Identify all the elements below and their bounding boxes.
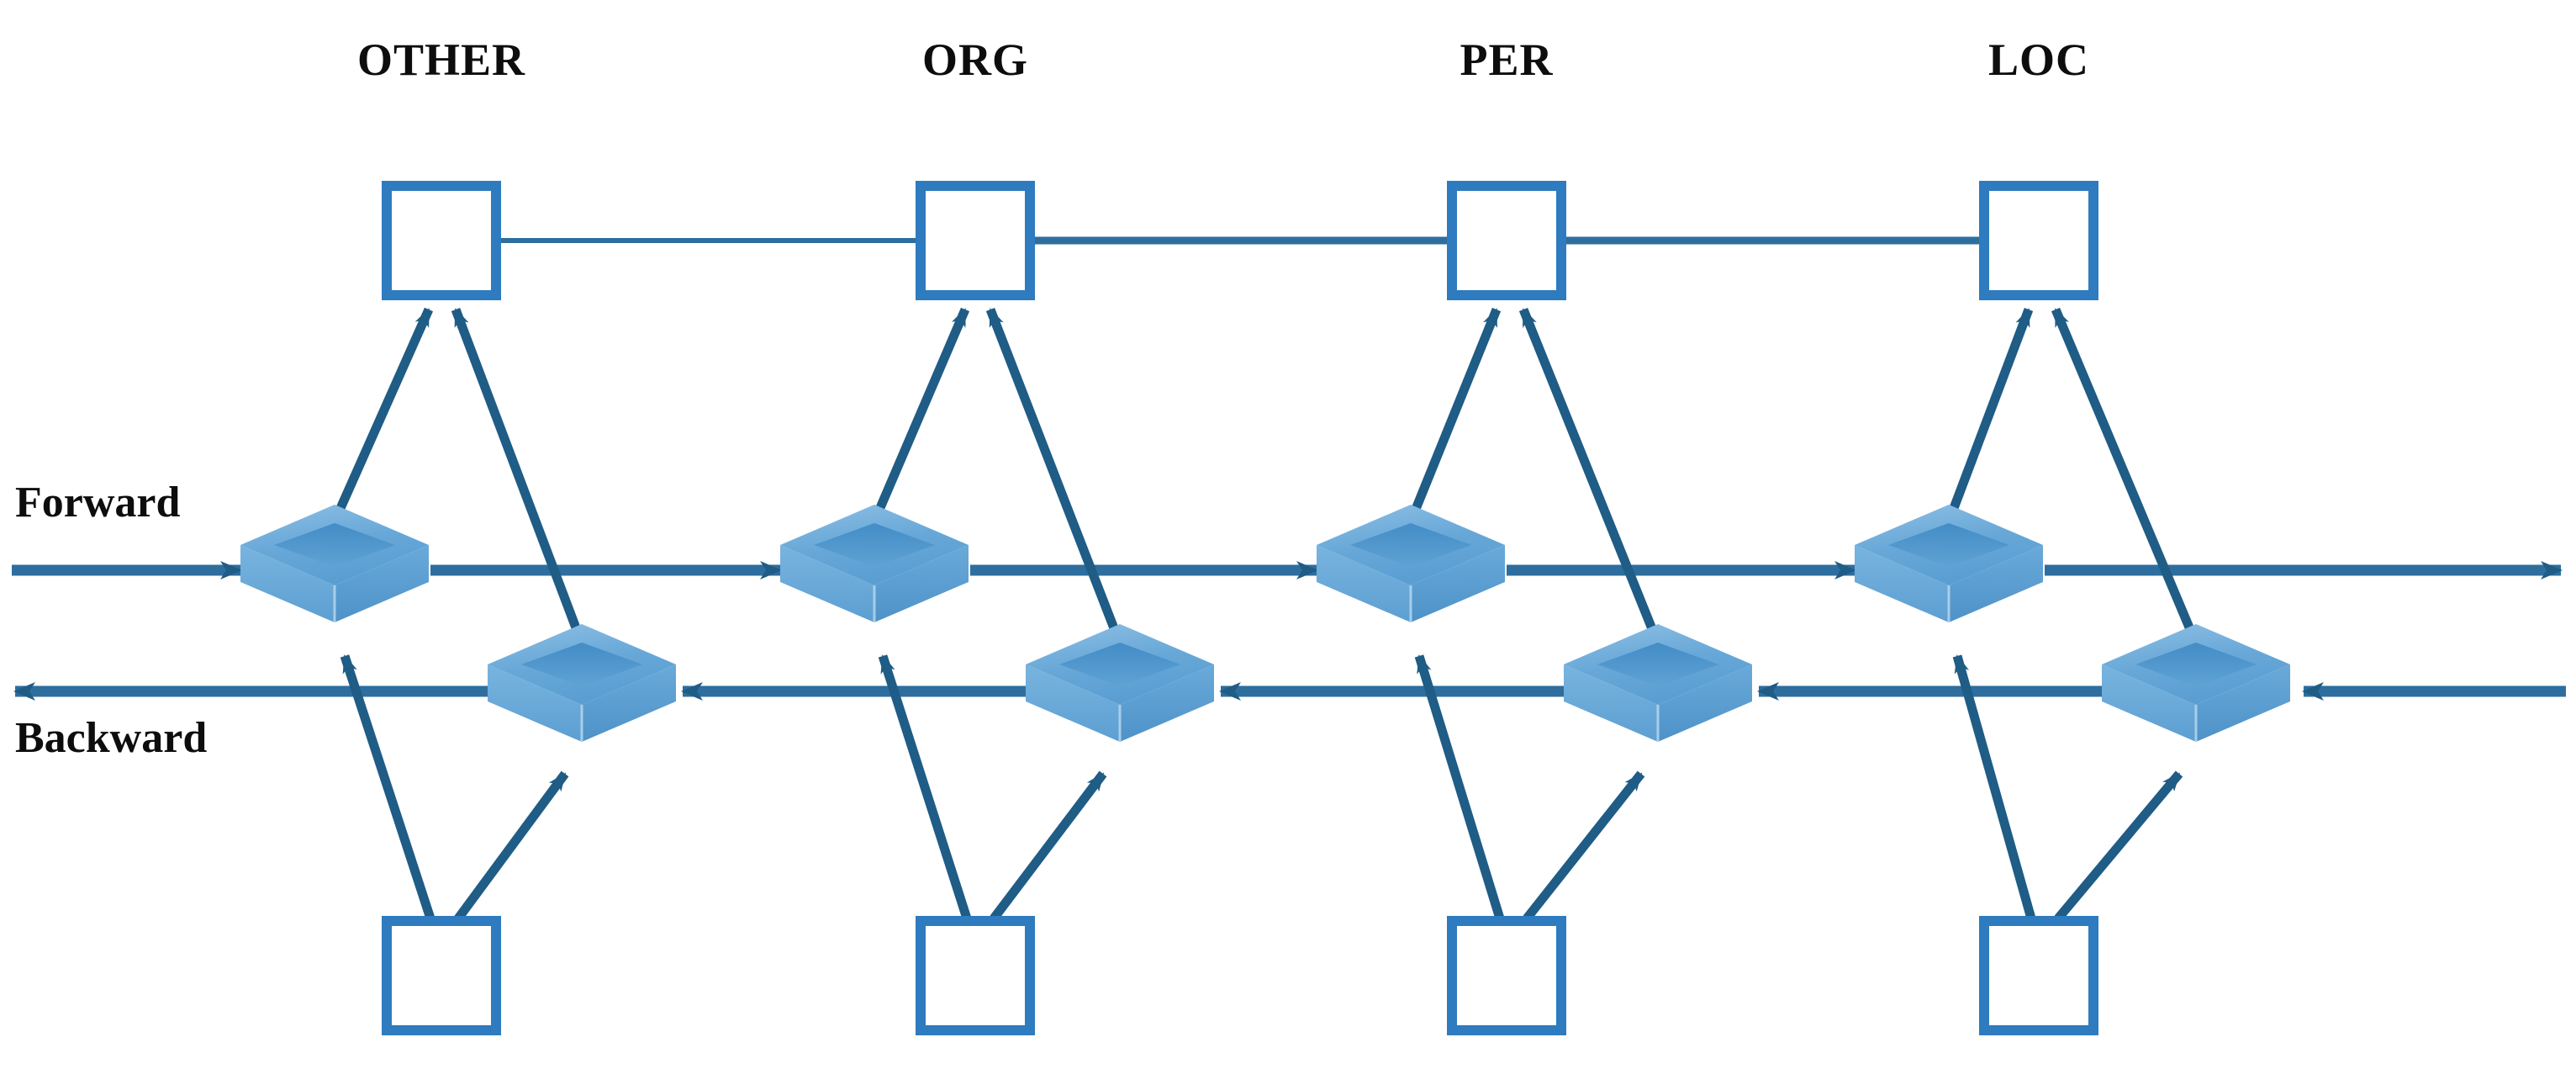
input-to-forward-links bbox=[340, 654, 2036, 920]
direction-label-forward: Forward bbox=[15, 479, 181, 526]
output-square[interactable] bbox=[1447, 181, 1566, 300]
forward-lstm-cell[interactable] bbox=[779, 503, 970, 624]
backward-lstm-cell[interactable] bbox=[486, 622, 678, 743]
forward-lstm-cell[interactable] bbox=[239, 503, 430, 624]
input-square[interactable] bbox=[1447, 916, 1566, 1035]
input-square[interactable] bbox=[916, 916, 1035, 1035]
forward-cell-group bbox=[239, 503, 2045, 624]
backward-to-output-links bbox=[451, 307, 2201, 646]
tag-label-other: OTHER bbox=[356, 34, 526, 85]
forward-lstm-cell[interactable] bbox=[1853, 503, 2045, 624]
backward-cell-group bbox=[486, 622, 2292, 743]
tag-label-loc: LOC bbox=[1987, 34, 2090, 85]
tag-label-org: ORG bbox=[921, 34, 1029, 85]
forward-to-output-links bbox=[330, 307, 2034, 524]
output-square-group bbox=[382, 181, 2098, 300]
input-square[interactable] bbox=[382, 916, 501, 1035]
input-square[interactable] bbox=[1979, 916, 2098, 1035]
backward-lstm-cell[interactable] bbox=[2100, 622, 2292, 743]
tag-label-per: PER bbox=[1460, 34, 1554, 85]
input-square-group bbox=[382, 916, 2098, 1035]
output-square[interactable] bbox=[1979, 181, 2098, 300]
output-square[interactable] bbox=[916, 181, 1035, 300]
input-to-backward-links bbox=[454, 770, 2183, 922]
forward-lstm-cell[interactable] bbox=[1315, 503, 1507, 624]
output-square[interactable] bbox=[382, 181, 501, 300]
direction-label-backward: Backward bbox=[15, 714, 208, 762]
backward-lstm-cell[interactable] bbox=[1562, 622, 1754, 743]
backward-lstm-cell[interactable] bbox=[1024, 622, 1216, 743]
